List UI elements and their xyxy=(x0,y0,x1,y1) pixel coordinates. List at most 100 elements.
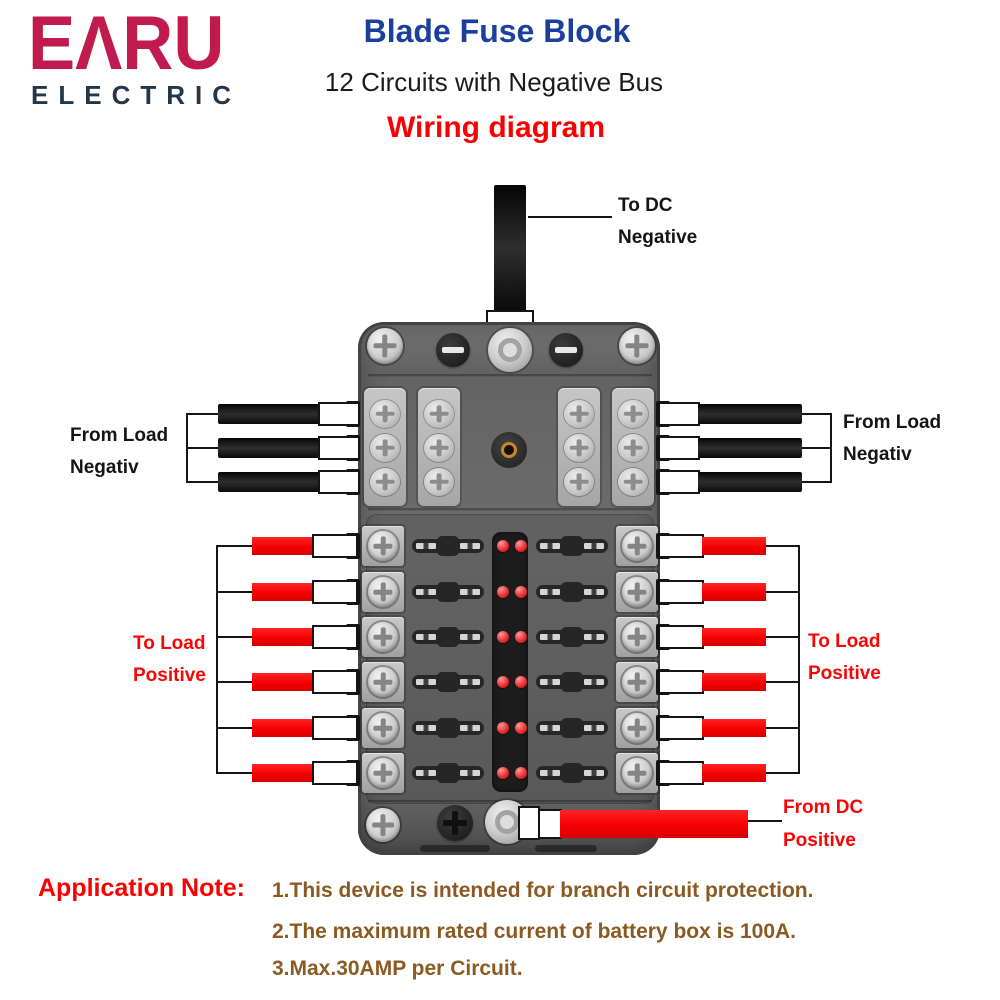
led-indicator xyxy=(497,767,509,779)
led-indicator xyxy=(515,631,527,643)
device-slot xyxy=(535,845,597,852)
fuse-contact xyxy=(460,634,480,640)
blade-fuse-hump xyxy=(437,763,459,783)
blade-fuse-hump xyxy=(561,627,583,647)
negative-wire xyxy=(698,438,802,458)
positive-wire xyxy=(702,537,766,555)
fuse-contact xyxy=(416,589,436,595)
phillips-screw-icon xyxy=(619,328,655,364)
bracket-stub xyxy=(766,545,800,547)
terminal-screw-icon xyxy=(622,622,652,652)
wire-connector xyxy=(658,761,704,785)
bracket-stub xyxy=(766,636,800,638)
wire-connector xyxy=(658,580,704,604)
label-to-load-positive-left-line2: Positive xyxy=(133,665,206,686)
positive-wire xyxy=(702,719,766,737)
led-indicator xyxy=(497,540,509,552)
phillips-screw-icon xyxy=(366,808,400,842)
plus-icon xyxy=(452,811,458,835)
label-from-load-negativ-left-line1: From Load xyxy=(70,425,169,446)
wire-connector xyxy=(658,534,704,558)
wire-connector xyxy=(658,402,700,426)
led-indicator xyxy=(515,586,527,598)
wire-connector xyxy=(658,716,704,740)
label-from-load-negativ-left-line2: Negativ xyxy=(70,457,139,478)
led-indicator xyxy=(497,586,509,598)
wire-connector xyxy=(658,470,700,494)
fuse-contact xyxy=(584,725,604,731)
fuse-contact xyxy=(460,589,480,595)
page-title: Blade Fuse Block xyxy=(363,13,631,49)
led-strip xyxy=(492,532,528,792)
terminal-screw-icon xyxy=(368,577,398,607)
fuse-contact xyxy=(540,589,560,595)
terminal-screw-icon xyxy=(424,468,454,496)
bracket-line xyxy=(186,413,188,483)
bracket-stub xyxy=(766,727,800,729)
positive-wire xyxy=(252,628,314,646)
bracket-stub xyxy=(186,481,218,483)
blade-fuse-hump xyxy=(561,582,583,602)
minus-icon xyxy=(442,347,464,353)
terminal-screw-icon xyxy=(618,468,648,496)
bracket-line xyxy=(830,413,832,483)
fuse-contact xyxy=(416,770,436,776)
wire-connector xyxy=(318,402,360,426)
blade-fuse-hump xyxy=(437,627,459,647)
bracket-stub xyxy=(802,481,832,483)
wire-ferrule xyxy=(518,806,540,840)
negative-wire xyxy=(698,404,802,424)
fuse-contact xyxy=(540,543,560,549)
label-from-load-negativ-right-line1: From Load xyxy=(843,412,942,433)
blade-fuse-hump xyxy=(437,672,459,692)
fuse-contact xyxy=(540,679,560,685)
fuse-contact xyxy=(584,543,604,549)
wiring-diagram-heading: Wiring diagram xyxy=(386,111,606,144)
wire-connector xyxy=(312,670,358,694)
led-indicator xyxy=(515,722,527,734)
terminal-screw-icon xyxy=(424,434,454,462)
positive-wire xyxy=(252,583,314,601)
bracket-stub xyxy=(766,591,800,593)
negative-wire xyxy=(218,438,320,458)
application-note-heading: Application Note: xyxy=(38,874,245,902)
fuse-contact xyxy=(416,679,436,685)
terminal-screw-icon xyxy=(622,667,652,697)
negative-wire xyxy=(218,404,320,424)
bracket-line xyxy=(216,545,218,774)
terminal-screw-icon xyxy=(622,758,652,788)
fuse-contact xyxy=(540,725,560,731)
wire-connector xyxy=(658,625,704,649)
stud-hole xyxy=(495,810,519,834)
brand-logo-subtitle: ELECTRIC xyxy=(31,80,241,110)
negative-wire xyxy=(218,472,320,492)
terminal-screw-icon xyxy=(618,400,648,428)
blade-fuse-hump xyxy=(437,718,459,738)
wire-connector xyxy=(318,436,360,460)
device-slot xyxy=(420,845,490,852)
bracket-stub xyxy=(216,591,252,593)
bracket-stub xyxy=(216,772,252,774)
leader-line-dc-positive xyxy=(748,820,782,822)
terminal-screw-icon xyxy=(564,400,594,428)
wire-connector xyxy=(312,716,358,740)
label-to-dc-negative-line1: To DC xyxy=(618,195,673,216)
terminal-screw-icon xyxy=(564,468,594,496)
fuse-contact xyxy=(460,543,480,549)
positive-wire xyxy=(702,673,766,691)
terminal-screw-icon xyxy=(564,434,594,462)
blade-fuse-hump xyxy=(561,672,583,692)
fuse-contact xyxy=(540,770,560,776)
blade-fuse-hump xyxy=(561,718,583,738)
positive-wire xyxy=(252,673,314,691)
wire-connector xyxy=(658,436,700,460)
application-note-item-1: 1.This device is intended for branch cir… xyxy=(272,879,814,902)
positive-wire xyxy=(252,764,314,782)
dc-negative-wire xyxy=(494,185,526,312)
fuse-contact xyxy=(460,725,480,731)
device-seam xyxy=(368,374,652,377)
bracket-line xyxy=(798,545,800,774)
label-to-dc-negative-line2: Negative xyxy=(618,227,698,248)
negative-wire xyxy=(698,472,802,492)
terminal-screw-icon xyxy=(370,400,400,428)
